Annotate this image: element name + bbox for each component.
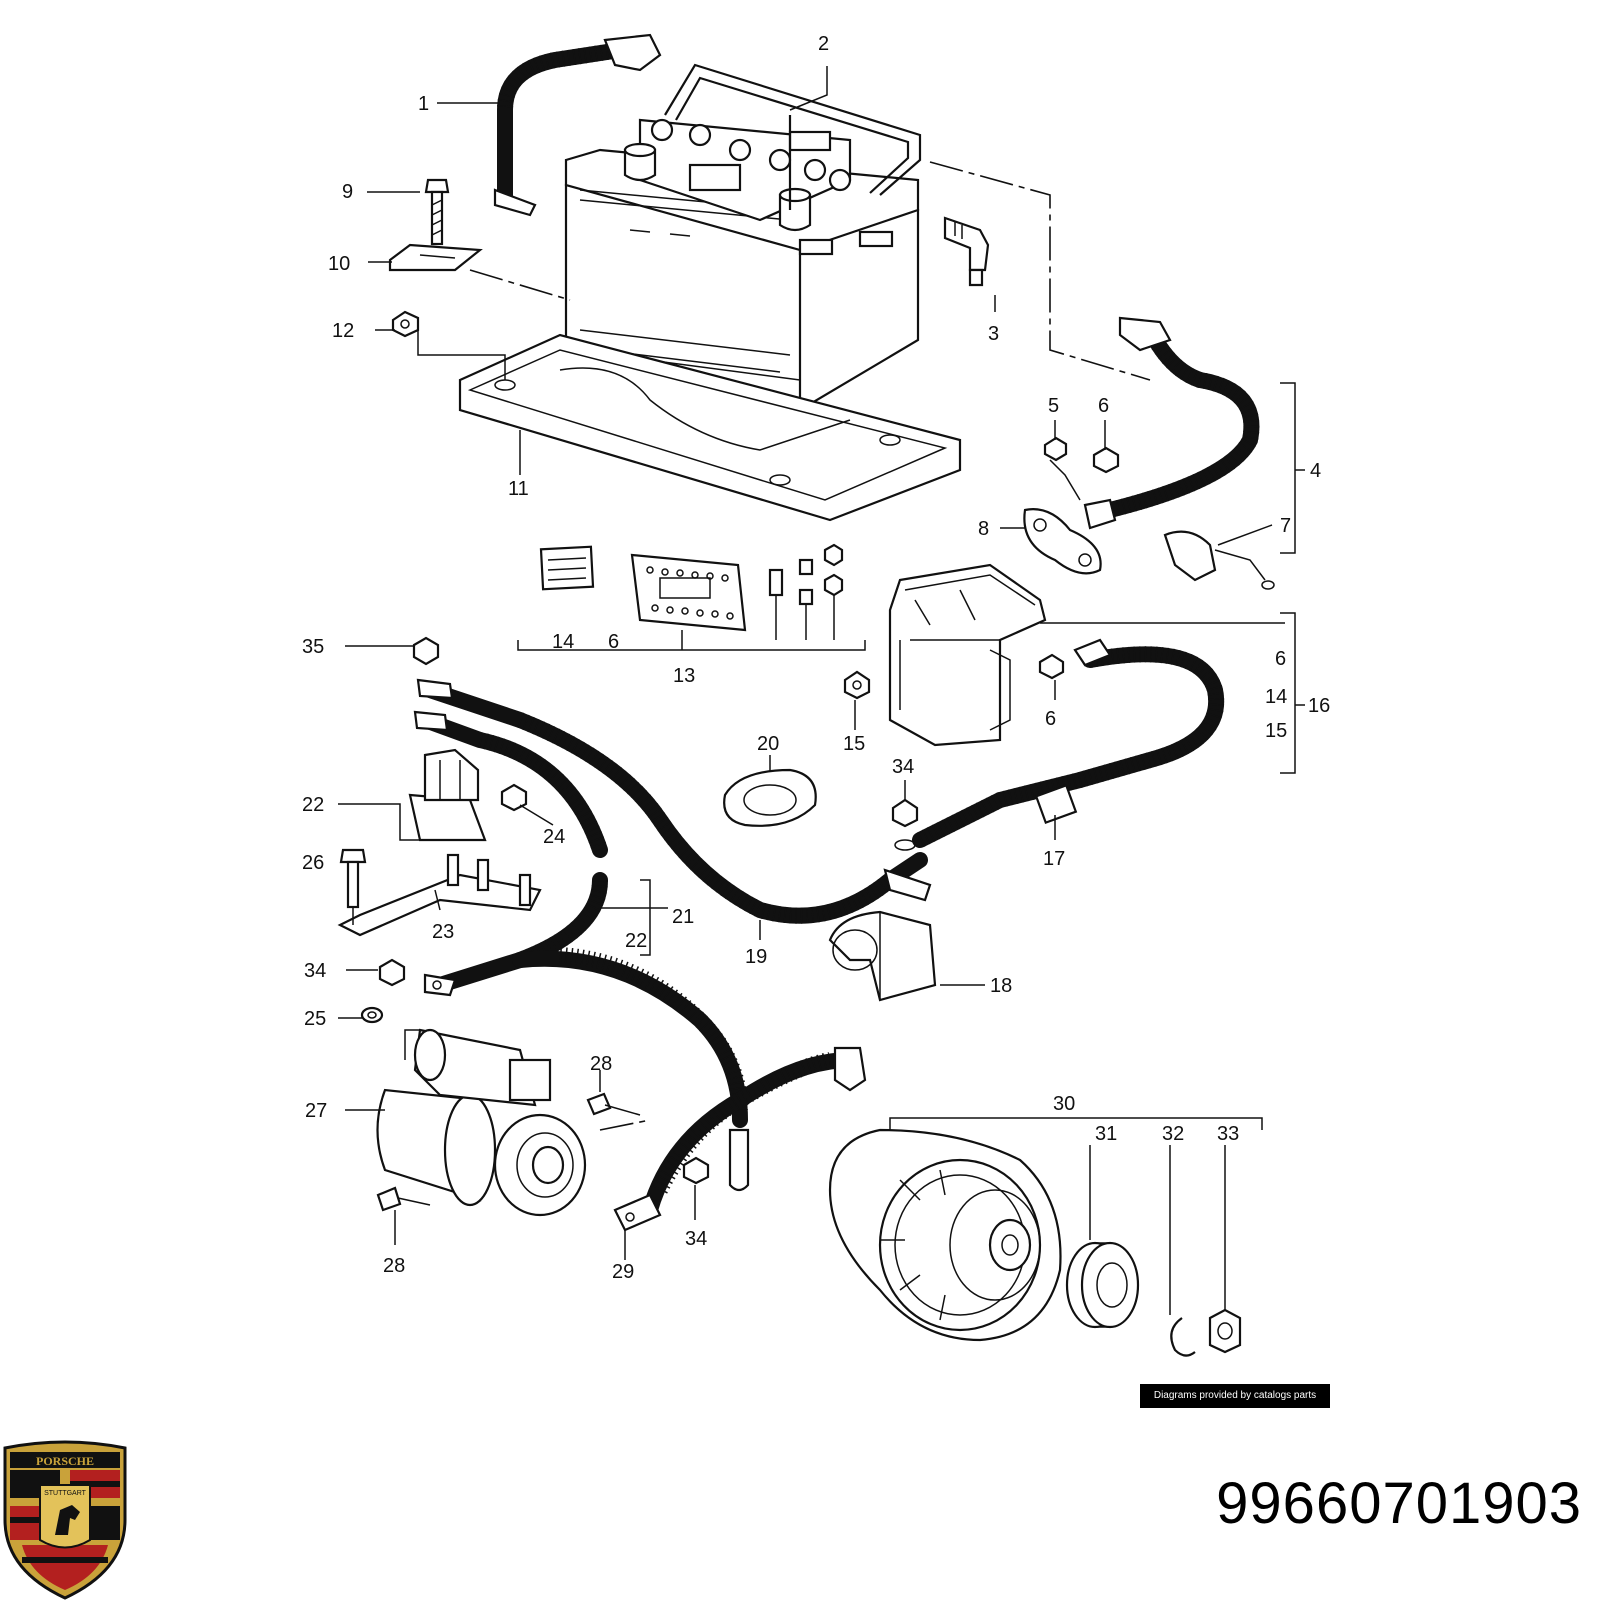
callout-34-starter: 34: [685, 1228, 707, 1250]
nut-33: [1208, 1308, 1242, 1354]
control-unit-16: [888, 563, 1047, 747]
diagram-credit-banner: Diagrams provided by catalogs parts: [1140, 1384, 1330, 1408]
callout-7: 7: [1280, 515, 1291, 537]
callout-2: 2: [818, 33, 829, 55]
cable-clip-7: [1163, 530, 1275, 590]
bracket-13: [517, 630, 866, 651]
connector-3: [943, 216, 990, 287]
callout-6: 6: [1098, 395, 1109, 417]
callout-19: 19: [745, 946, 767, 968]
routing-line-tray: [469, 269, 571, 301]
nut-6-ecu: [1038, 653, 1065, 680]
callout-8: 8: [978, 518, 989, 540]
nut-34-left: [378, 958, 406, 987]
callout-labels: 1 2 3 4 5 6 7 8 9 10 11 12 13 14 6 6 14 …: [302, 33, 1330, 1283]
callout-6-ecu-bracket: 6: [1275, 648, 1286, 670]
nut-24: [500, 783, 528, 812]
alternator-30: [828, 1128, 1062, 1342]
callout-5: 5: [1048, 395, 1059, 417]
leader-line-12: [417, 330, 506, 380]
pulley-31: [1065, 1241, 1140, 1329]
callout-25: 25: [304, 1008, 326, 1030]
routing-line-clip: [599, 1119, 651, 1131]
callout-27: 27: [305, 1100, 327, 1122]
cable-22: [413, 710, 608, 858]
callout-26: 26: [302, 852, 324, 874]
terminal-set: [768, 543, 844, 640]
callout-leaders: [338, 66, 1305, 1315]
callout-31: 31: [1095, 1123, 1117, 1145]
washer-32: [1170, 1317, 1196, 1357]
porsche-crest-logo: PORSCHE STUTTGART: [3, 1440, 127, 1600]
callout-21: 21: [672, 906, 694, 928]
callout-22-lower: 22: [625, 930, 647, 952]
callout-28-upper: 28: [590, 1053, 612, 1075]
callout-4: 4: [1310, 460, 1321, 482]
callout-14-ecu-bracket: 14: [1265, 686, 1287, 708]
cable-17: [912, 638, 1225, 848]
bolt-9: [424, 178, 450, 246]
nut-34-starter: [682, 1156, 710, 1185]
callout-18: 18: [990, 975, 1012, 997]
callout-14: 14: [552, 631, 574, 653]
callout-32: 32: [1162, 1123, 1184, 1145]
nut-34-cable: [891, 798, 919, 851]
bracket-22: [408, 748, 487, 842]
bracket-23: [337, 853, 542, 937]
callout-13: 13: [673, 665, 695, 687]
callout-17: 17: [1043, 848, 1065, 870]
clamp-plate-10: [388, 243, 483, 272]
callout-11: 11: [508, 478, 529, 500]
routing-line-battery: [929, 161, 1151, 381]
starter-motor-27: [376, 1028, 587, 1217]
bracket-30: [889, 1117, 1263, 1130]
callout-28-lower: 28: [383, 1255, 405, 1277]
nut-5: [1043, 436, 1068, 462]
callout-34-left: 34: [304, 960, 326, 982]
callout-3: 3: [988, 323, 999, 345]
bolt-26: [339, 848, 367, 925]
callout-6-ecu: 6: [1045, 708, 1056, 730]
bolt-28-upper: [586, 1092, 641, 1116]
battery-tray: [458, 333, 962, 522]
callout-1: 1: [418, 93, 429, 115]
callout-15-ecu-bracket: 15: [1265, 720, 1287, 742]
callout-29: 29: [612, 1261, 634, 1283]
battery: [564, 63, 922, 412]
fuse-box-13: [630, 553, 747, 632]
callout-35: 35: [302, 636, 324, 658]
washer-25: [360, 1006, 384, 1024]
callout-30: 30: [1053, 1093, 1075, 1115]
positive-battery-lead: [493, 33, 662, 217]
part-number: 99660701903: [1216, 1471, 1582, 1536]
callout-22: 22: [302, 794, 324, 816]
svg-text:STUTTGART: STUTTGART: [44, 1490, 87, 1497]
fuse-label-14: [539, 545, 595, 591]
callout-20: 20: [757, 733, 779, 755]
callout-34-cable: 34: [892, 756, 914, 778]
callout-24: 24: [543, 826, 565, 848]
nut-12: [391, 310, 420, 338]
callout-12: 12: [332, 320, 354, 342]
callout-9: 9: [342, 181, 353, 203]
nut-6-upper: [1092, 446, 1120, 474]
ground-cable-4: [1083, 316, 1260, 530]
callout-33: 33: [1217, 1123, 1239, 1145]
svg-text:PORSCHE: PORSCHE: [36, 1454, 94, 1468]
callout-16: 16: [1308, 695, 1330, 717]
callout-10: 10: [328, 253, 350, 275]
bolt-28-lower: [376, 1186, 431, 1212]
callout-6-fuse: 6: [608, 631, 619, 653]
starter-cable-29: [613, 1046, 867, 1232]
callout-15: 15: [843, 733, 865, 755]
nut-35: [412, 636, 440, 666]
clip-20: [723, 768, 817, 827]
gasket-8: [1023, 508, 1102, 575]
clip-18: [828, 910, 937, 1002]
callout-23: 23: [432, 921, 454, 943]
main-cable-19: [416, 678, 932, 924]
nut-15-ecu: [843, 670, 871, 700]
cable-21: [423, 872, 750, 1192]
